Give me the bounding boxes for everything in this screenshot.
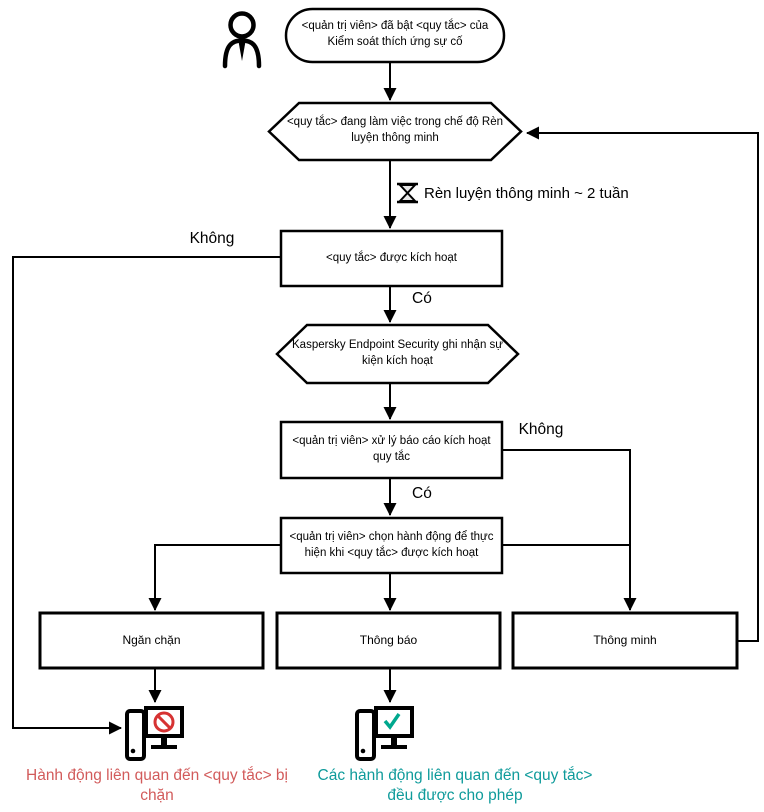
node-shapes — [38, 7, 739, 670]
start-node-shape — [284, 7, 506, 64]
event-logged-label: Kaspersky Endpoint Security ghi nhận sự … — [292, 338, 503, 367]
computer-blocked-icon — [125, 706, 184, 761]
connector-choose-to-block — [148, 544, 281, 611]
hourglass-icon — [397, 182, 418, 204]
start-node-label: <quản trị viên> đã bật <quy tắc> của Kiể… — [301, 20, 489, 48]
admin-report-shape — [279, 420, 504, 480]
event-logged-hexagon-shape — [275, 323, 520, 385]
admin-report-label: <quản trị viên> xử lý báo cáo kích hoạt … — [292, 435, 491, 463]
admin-choose-shape — [279, 516, 504, 575]
rule-triggered-shape — [279, 229, 504, 288]
person-icon — [222, 11, 262, 69]
action-notify-label: Thông báo — [359, 633, 418, 648]
action-smart-label: Thông minh — [593, 633, 657, 648]
edge-label-yes-2: Có — [412, 485, 432, 502]
connector-no-to-blocked-pc — [12, 256, 281, 735]
action-block-shape — [38, 611, 265, 670]
computer-allowed-icon — [355, 706, 414, 761]
connectors — [12, 62, 759, 735]
connector-no-to-smart — [502, 449, 637, 611]
action-smart-shape — [511, 611, 739, 670]
admin-choose-label: <quản trị viên> chọn hành động để thực h… — [289, 530, 494, 559]
training-mode-hexagon-shape — [267, 101, 523, 162]
action-block-label: Ngăn chặn — [122, 633, 181, 648]
training-mode-label: <quy tắc> đang làm việc trong chế độ Rèn… — [286, 116, 504, 144]
connector-smart-feedback-to-mode — [526, 126, 759, 642]
edge-label-no-left: Không — [189, 230, 235, 247]
caption-allowed: Các hành động liên quan đến <quy tắc> đề… — [317, 767, 593, 804]
training-duration-label: Rèn luyện thông minh ~ 2 tuần — [424, 185, 629, 202]
edge-label-yes-1: Có — [412, 290, 432, 307]
caption-blocked: Hành động liên quan đến <quy tắc> bị chặ… — [26, 767, 288, 804]
edge-label-no-right: Không — [518, 421, 564, 438]
action-notify-shape — [275, 611, 502, 670]
rule-triggered-label: <quy tắc> được kích hoạt — [326, 251, 457, 264]
